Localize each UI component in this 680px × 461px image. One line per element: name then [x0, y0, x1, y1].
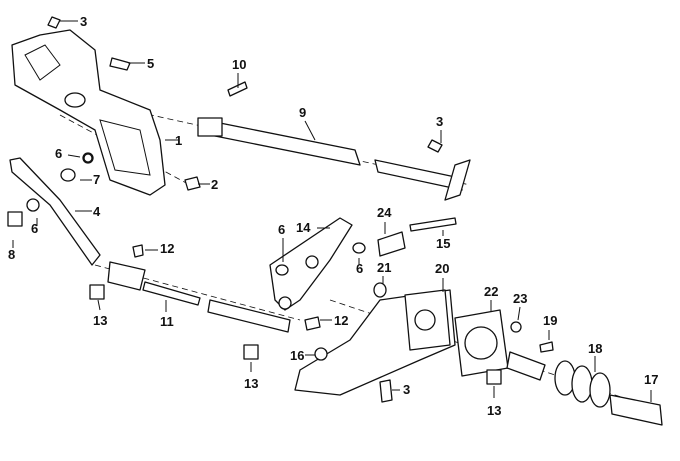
pedal-lever: [9, 152, 101, 266]
callout-number: 21: [377, 260, 391, 275]
lever-14: [269, 217, 353, 311]
callout-number: 6: [31, 221, 38, 236]
callout-leader-line: [67, 154, 81, 158]
callout-number: 3: [80, 14, 87, 29]
callout-number: 4: [93, 204, 101, 219]
callout-number: 12: [334, 313, 348, 328]
pedal-shaft: [197, 117, 471, 201]
callout-number: 14: [296, 220, 311, 235]
callout-number: 18: [588, 341, 602, 356]
small-parts: [7, 16, 554, 403]
callout-number: 7: [93, 172, 100, 187]
master-cylinder: [506, 351, 663, 426]
callout-number: 20: [435, 261, 449, 276]
pedal-bracket: [11, 29, 166, 196]
callout-number: 1: [175, 133, 182, 148]
callout-number: 24: [377, 205, 392, 220]
callout-leader-line: [517, 306, 521, 321]
callout-number: 6: [278, 222, 285, 237]
callout-number: 19: [543, 313, 557, 328]
callout-number: 2: [211, 177, 218, 192]
callout-leader-line: [97, 299, 101, 311]
callout-number: 11: [160, 314, 174, 329]
callout-number: 10: [232, 57, 246, 72]
callout-number: 3: [436, 114, 443, 129]
callout-number: 3: [403, 382, 410, 397]
callout-number: 12: [160, 241, 174, 256]
callout-leader-line: [304, 120, 316, 141]
callout-number: 5: [147, 56, 154, 71]
callout-number: 22: [484, 284, 498, 299]
callout-number: 16: [290, 348, 304, 363]
callout-number: 6: [55, 146, 62, 161]
callout-number: 6: [356, 261, 363, 276]
callout-number: 8: [8, 247, 15, 262]
callout-number: 13: [487, 403, 501, 418]
callout-number: 15: [436, 236, 450, 251]
callout-number: 9: [299, 105, 306, 120]
gasket-22: [454, 309, 509, 377]
pushrod-11: [107, 261, 291, 333]
callout-number: 13: [244, 376, 258, 391]
callout-number: 17: [644, 372, 658, 387]
callout-number: 13: [93, 313, 107, 328]
callout-number: 23: [513, 291, 527, 306]
master-cylinder-bracket: [294, 289, 456, 396]
